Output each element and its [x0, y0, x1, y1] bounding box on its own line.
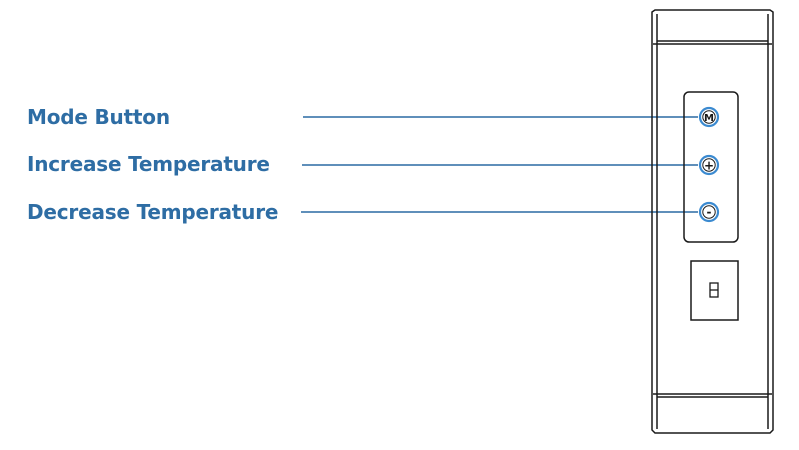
device-body: [651, 9, 774, 434]
minus-icon: -: [707, 205, 712, 219]
decrease-temperature-button[interactable]: -: [698, 201, 720, 223]
decrease-temperature-label: Decrease Temperature: [27, 200, 279, 224]
plus-icon: +: [704, 159, 714, 173]
increase-temperature-button[interactable]: +: [698, 154, 720, 176]
mode-button-label: Mode Button: [27, 105, 170, 129]
mode-button[interactable]: M: [698, 106, 720, 128]
switch-port: B: [690, 260, 739, 321]
increase-temperature-label: Increase Temperature: [27, 152, 270, 176]
button-panel: [683, 91, 739, 243]
mode-button-glyph: M: [704, 113, 714, 124]
